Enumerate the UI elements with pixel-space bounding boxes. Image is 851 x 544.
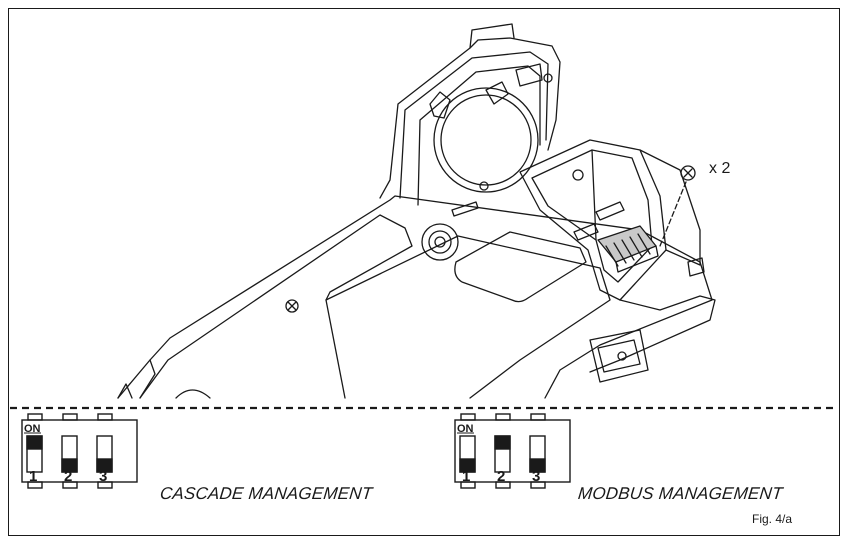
screw-head	[285, 299, 299, 313]
front-cover-panel	[325, 235, 611, 399]
upper-housing-outer	[379, 37, 561, 199]
dip-switch-body	[454, 419, 571, 483]
dip-switch-2-tab-top	[495, 413, 511, 421]
screw-guide-line	[659, 181, 687, 247]
dip-switch-3-number: 3	[99, 468, 107, 485]
control-box	[519, 139, 667, 301]
housing-peg	[429, 91, 451, 119]
upper-housing-inner	[399, 51, 549, 199]
circular-opening-inner	[440, 94, 532, 186]
dip-switch-3-tab-top	[97, 413, 113, 421]
dip-switch-1-knob	[26, 435, 43, 450]
circular-opening	[433, 87, 539, 193]
screw-head-3	[543, 73, 553, 83]
dip-switch-3-knob	[96, 458, 113, 473]
screw-head-2	[572, 169, 584, 181]
control-box-inner	[531, 149, 653, 283]
housing-right-tab	[515, 63, 543, 87]
housing-top-tab	[469, 23, 515, 49]
dip-switch-on-label: ON	[457, 423, 474, 435]
right-side-bracket	[589, 295, 716, 373]
lower-right-hinge	[589, 329, 649, 383]
dip-switch-1-tab-top	[27, 413, 43, 421]
dip-switch-2-tab-bottom	[62, 481, 78, 489]
dip-switch-1-number: 1	[462, 468, 470, 485]
dip-switch-1-number: 1	[29, 468, 37, 485]
dip-switch-3-knob	[529, 458, 546, 473]
dip-switch-1-knob	[459, 458, 476, 473]
housing-connector	[451, 201, 479, 217]
board-connector	[595, 201, 625, 221]
dip-switch-2-knob	[61, 458, 78, 473]
screw-head-5	[479, 181, 489, 191]
dip-switch-on-label: ON	[24, 423, 41, 435]
control-box-wall	[591, 149, 597, 241]
front-cover-inset	[454, 231, 587, 303]
dip-switch-cascade: ON 1 2 3	[21, 413, 138, 489]
loose-screw	[680, 165, 696, 181]
dip-switch-2-tab-top	[62, 413, 78, 421]
dip-switch-2-number: 2	[497, 468, 505, 485]
upper-housing-rim	[417, 65, 541, 206]
control-box-side	[639, 149, 701, 266]
dip-switch-2-number: 2	[64, 468, 72, 485]
boiler-body-inner	[139, 214, 413, 399]
dip-switch-3-tab-bottom	[530, 481, 546, 489]
lower-hole	[175, 389, 211, 399]
lower-right-hinge-inner	[597, 339, 641, 373]
dip-switch-3-tab-top	[530, 413, 546, 421]
side-rib	[117, 383, 133, 399]
dip-switch-body	[21, 419, 138, 483]
cable-gland-center	[434, 236, 446, 248]
dip-switch-3-tab-bottom	[97, 481, 113, 489]
terminal-block	[597, 225, 657, 263]
cable-gland-inner	[428, 230, 452, 254]
boiler-body-edge	[139, 359, 156, 399]
screw-quantity-callout: x 2	[709, 160, 731, 177]
dip-switch-2-tab-bottom	[495, 481, 511, 489]
figure-frame	[8, 8, 840, 536]
modbus-management-title: MODBUS MANAGEMENT	[577, 484, 784, 503]
terminal-block-front	[615, 245, 659, 273]
figure-caption: Fig. 4/a	[752, 512, 793, 526]
dip-switch-2-knob	[494, 435, 511, 450]
dip-switch-1-tab-top	[460, 413, 476, 421]
board-connector-2	[573, 223, 599, 241]
dip-switch-modbus: ON 1 2 3	[454, 413, 571, 489]
housing-peg-2	[485, 81, 509, 105]
cascade-management-title: CASCADE MANAGEMENT	[159, 484, 374, 503]
cable-gland-outer	[421, 223, 459, 261]
dip-switch-1-tab-bottom	[460, 481, 476, 489]
dip-switch-1-tab-bottom	[27, 481, 43, 489]
screw-head-4	[617, 351, 627, 361]
dip-switch-3-number: 3	[532, 468, 540, 485]
right-side-clip	[687, 257, 705, 277]
